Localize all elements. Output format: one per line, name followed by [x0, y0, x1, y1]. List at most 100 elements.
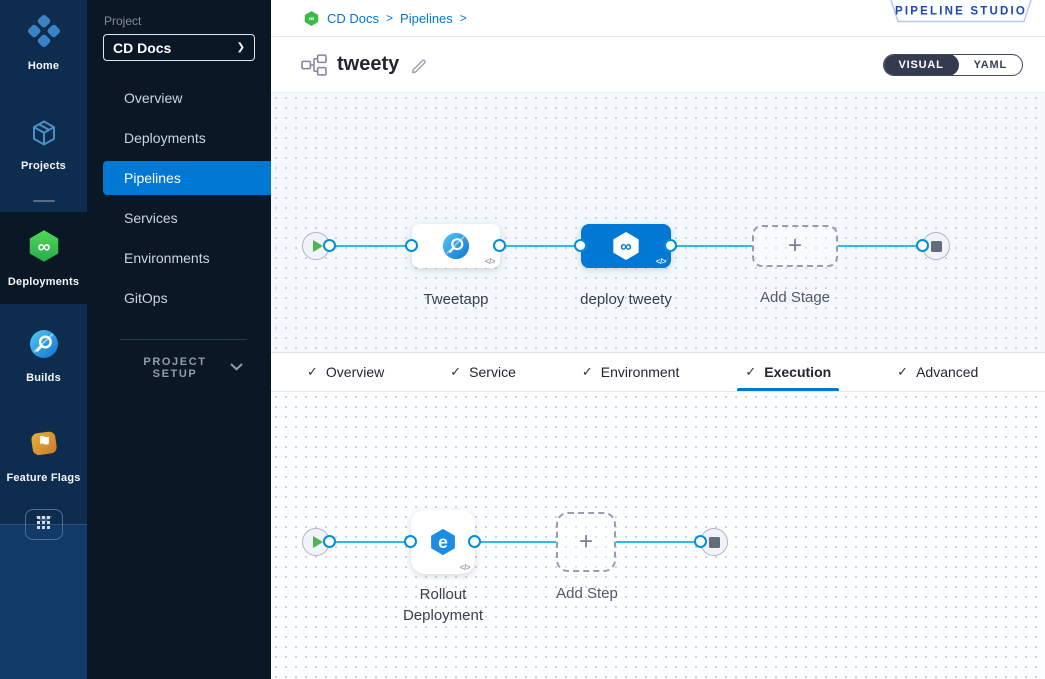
- project-setup-toggle[interactable]: PROJECT SETUP: [87, 356, 271, 380]
- tab-service[interactable]: ✓Service: [450, 364, 516, 380]
- check-icon: ✓: [897, 364, 909, 379]
- rail-item-home[interactable]: Home: [0, 4, 87, 82]
- rail-item-deployments[interactable]: ∞ Deployments: [0, 211, 87, 304]
- rail-divider: [32, 200, 55, 202]
- builds-icon: [28, 328, 60, 365]
- stop-icon: [930, 240, 942, 252]
- sidebar-divider: [120, 339, 247, 340]
- svg-text:e: e: [438, 532, 448, 552]
- connector-dot: [404, 535, 417, 548]
- sidebar-item-deployments[interactable]: Deployments: [124, 130, 206, 146]
- add-stage-label: Add Stage: [759, 289, 831, 306]
- stage-tabbar: ✓Overview ✓Service ✓Environment ✓Executi…: [271, 352, 1045, 392]
- yaml-toggle-button[interactable]: YAML: [973, 58, 1007, 71]
- connector-dot: [468, 535, 481, 548]
- project-name: CD Docs: [113, 39, 172, 56]
- tab-advanced[interactable]: ✓Advanced: [897, 364, 979, 380]
- connector-dot: [323, 535, 336, 548]
- play-icon: [312, 536, 323, 548]
- breadcrumb-pipelines-link[interactable]: Pipelines: [400, 10, 453, 26]
- edge-connector: [330, 245, 412, 247]
- connector-dot: [916, 239, 929, 252]
- rail-item-label: Feature Flags: [6, 471, 81, 484]
- svg-text:∞: ∞: [309, 14, 315, 23]
- edge-connector: [475, 541, 556, 543]
- projects-icon: [29, 118, 59, 153]
- connector-dot: [574, 239, 587, 252]
- sidebar-item-pipelines[interactable]: Pipelines: [103, 161, 271, 195]
- tab-overview[interactable]: ✓Overview: [307, 364, 385, 380]
- step-node-rollout-deployment[interactable]: e </>: [411, 510, 475, 574]
- connector-dot: [493, 239, 506, 252]
- check-icon: ✓: [745, 364, 757, 379]
- execution-canvas: e </> + Rollout Deployment Add Step: [271, 392, 1045, 679]
- project-nav-list: Overview Deployments Pipelines Services …: [87, 81, 271, 315]
- stop-icon: [708, 536, 720, 548]
- rail-item-builds[interactable]: Builds: [0, 318, 87, 394]
- pipeline-studio-main: PIPELINE STUDIO ∞ CD Docs > Pipelines > …: [271, 0, 1045, 679]
- edge-connector: [616, 541, 701, 543]
- project-label: Project: [104, 14, 142, 28]
- feature-flags-icon: [27, 426, 61, 465]
- sidebar-item-environments[interactable]: Environments: [124, 250, 210, 266]
- badge-label: PIPELINE STUDIO: [895, 6, 1027, 18]
- project-selector[interactable]: CD Docs ❯: [103, 34, 255, 61]
- project-setup-label: PROJECT SETUP: [143, 356, 207, 380]
- home-icon: [27, 14, 61, 53]
- play-icon: [312, 240, 323, 252]
- step-label: Rollout Deployment: [402, 586, 484, 624]
- stage-label: Tweetapp: [423, 291, 489, 308]
- rail-item-projects[interactable]: Projects: [0, 108, 87, 182]
- rail-item-feature-flags[interactable]: Feature Flags: [0, 416, 87, 494]
- sidebar-item-gitops[interactable]: GitOps: [124, 290, 168, 306]
- pipeline-title-bar: tweety VISUAL YAML: [271, 37, 1045, 92]
- connector-dot: [694, 535, 707, 548]
- rail-bottom-panel: [0, 508, 87, 679]
- rail-item-label: Projects: [20, 160, 66, 172]
- tab-environment[interactable]: ✓Environment: [581, 364, 680, 380]
- project-sidebar: Project CD Docs ❯ Overview Deployments P…: [87, 0, 271, 679]
- rail-item-label: Deployments: [7, 275, 80, 288]
- sidebar-item-overview[interactable]: Overview: [124, 90, 183, 106]
- pipeline-name: tweety: [337, 53, 400, 75]
- stage-label: deploy tweety: [580, 291, 672, 308]
- rail-item-label: Builds: [26, 371, 61, 384]
- pipeline-icon: [301, 53, 327, 76]
- stage-node-tweetapp[interactable]: </>: [412, 224, 500, 268]
- check-icon: ✓: [307, 364, 318, 379]
- svg-text:∞: ∞: [37, 236, 50, 256]
- connector-dot: [323, 239, 336, 252]
- build-stage-icon: [441, 231, 471, 261]
- connector-dot: [664, 239, 677, 252]
- edge-connector: [671, 245, 752, 247]
- chevron-right-icon: ❯: [236, 42, 245, 53]
- module-rail: Home Projects ∞ Deployments Builds: [0, 0, 87, 679]
- code-icon: </>: [484, 257, 496, 266]
- module-grid-button[interactable]: [24, 508, 63, 540]
- rail-collapse-chevron-icon[interactable]: [34, 515, 53, 524]
- code-icon: </>: [459, 563, 471, 572]
- stage-canvas: </> ∞ </> + Tweetapp deploy tweety Add S…: [271, 92, 1045, 352]
- breadcrumb-project-link[interactable]: CD Docs: [327, 10, 380, 26]
- view-toggle: VISUAL YAML: [882, 53, 1023, 76]
- edge-connector: [838, 245, 922, 247]
- edge-connector: [330, 541, 411, 543]
- plus-icon: +: [578, 528, 593, 555]
- edge-connector: [500, 245, 581, 247]
- visual-toggle-button[interactable]: VISUAL: [883, 54, 959, 75]
- check-icon: ✓: [450, 364, 462, 379]
- code-icon: </>: [655, 257, 667, 266]
- rollout-deployment-icon: e: [428, 527, 458, 557]
- breadcrumb-separator: >: [386, 11, 394, 25]
- add-stage-button[interactable]: +: [752, 225, 838, 267]
- svg-text:∞: ∞: [620, 238, 631, 255]
- tab-execution[interactable]: ✓Execution: [737, 353, 839, 391]
- stage-node-deploy-tweety[interactable]: ∞ </>: [581, 224, 671, 268]
- add-step-button[interactable]: +: [556, 512, 616, 572]
- grid-icon: [37, 516, 50, 532]
- edit-pencil-icon[interactable]: [409, 55, 428, 74]
- sidebar-item-services[interactable]: Services: [124, 210, 178, 226]
- breadcrumb: ∞ CD Docs > Pipelines >: [271, 0, 1045, 37]
- add-step-label: Add Step: [556, 585, 618, 602]
